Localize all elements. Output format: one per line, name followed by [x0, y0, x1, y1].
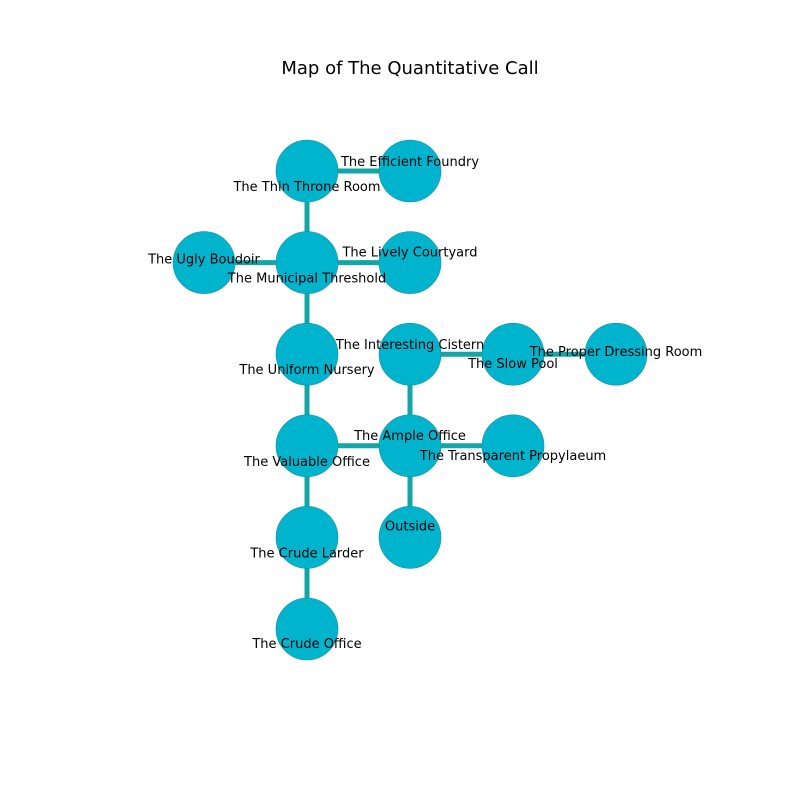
room-node-ample-office: [378, 414, 442, 478]
map-title: Map of The Quantitative Call: [281, 58, 538, 79]
room-label-slow-pool: The Slow Pool: [467, 357, 558, 372]
room-label-municipal-threshold: The Municipal Threshold: [227, 272, 386, 287]
room-label-ugly-boudoir: The Ugly Boudoir: [147, 253, 260, 268]
room-label-lively-courtyard: The Lively Courtyard: [341, 246, 477, 261]
room-node-crude-larder: [275, 506, 339, 569]
room-node-thin-throne-room: [275, 139, 339, 203]
room-nodes: [172, 139, 648, 661]
room-label-uniform-nursery: The Uniform Nursery: [238, 363, 375, 378]
room-label-proper-dressing-room: The Proper Dressing Room: [529, 345, 703, 360]
room-label-valuable-office: The Valuable Office: [243, 455, 370, 470]
room-node-interesting-cistern: [378, 322, 442, 386]
room-label-crude-larder: The Crude Larder: [249, 546, 364, 561]
room-node-proper-dressing-room: [584, 322, 648, 386]
room-node-outside: [378, 506, 442, 569]
room-node-uniform-nursery: [275, 322, 339, 386]
room-label-interesting-cistern: The Interesting Cistern: [335, 338, 485, 353]
room-node-efficient-foundry: [378, 139, 442, 203]
room-label-thin-throne-room: The Thin Throne Room: [232, 180, 380, 195]
room-label-outside: Outside: [385, 519, 435, 534]
room-node-municipal-threshold: [275, 231, 339, 294]
room-node-lively-courtyard: [378, 231, 442, 294]
room-node-crude-office: [275, 597, 339, 661]
room-node-transparent-propylaeum: [481, 414, 545, 478]
room-label-transparent-propylaeum: The Transparent Propylaeum: [419, 449, 606, 464]
room-label-efficient-foundry: The Efficient Foundry: [340, 155, 479, 170]
room-label-crude-office: The Crude Office: [251, 637, 361, 652]
room-label-ample-office: The Ample Office: [353, 429, 466, 444]
room-node-valuable-office: [275, 414, 339, 478]
room-node-slow-pool: [481, 322, 545, 386]
room-node-ugly-boudoir: [172, 231, 236, 294]
